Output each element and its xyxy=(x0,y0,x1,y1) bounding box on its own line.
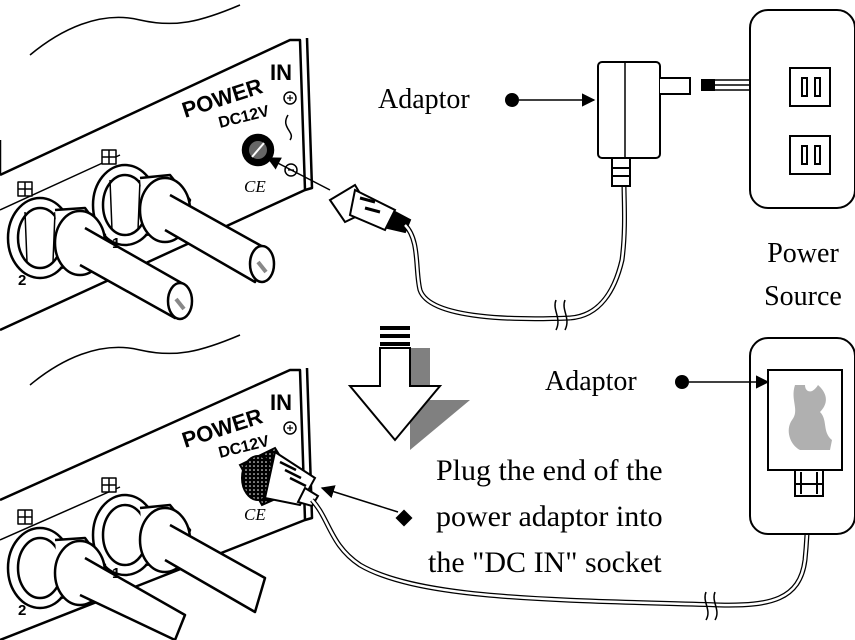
bnc-connector-2-bottom xyxy=(6,526,187,640)
adaptor-plug-bottom xyxy=(238,446,320,508)
device-top-outline-curve xyxy=(29,4,241,56)
bnc-connector-1-bottom xyxy=(91,493,267,614)
plug-to-socket-arrow-top xyxy=(266,157,331,191)
ce-mark-bottom: CE xyxy=(244,505,266,524)
adaptor-body-top xyxy=(597,61,691,187)
port-1-label-top: 1 xyxy=(112,235,120,252)
power-source-label-line1: Power xyxy=(767,238,839,269)
adaptor-plug-top xyxy=(328,183,412,234)
device-bottom xyxy=(0,334,314,640)
instruction-line1: Plug the end of the xyxy=(436,454,663,487)
adaptor-label-bottom: Adaptor xyxy=(545,366,637,397)
instruction-line3: the "DC IN" socket xyxy=(428,546,662,579)
adaptor-label-bottom-dot xyxy=(675,375,689,389)
instruction-pointer-dot xyxy=(395,509,413,527)
ce-mark-top: CE xyxy=(244,177,266,196)
device-top xyxy=(0,4,314,332)
port-2-label-bottom: 2 xyxy=(18,602,26,619)
bnc-connector-2-top xyxy=(6,196,194,321)
in-label-top: IN xyxy=(270,60,292,85)
power-outlet-bottom xyxy=(749,337,855,535)
instruction-line2: power adaptor into xyxy=(436,500,663,533)
instruction-pointer-arrow xyxy=(320,485,399,513)
port-2-label-top: 2 xyxy=(18,272,26,289)
adaptor-cable-top xyxy=(403,223,571,322)
power-outlet xyxy=(749,9,855,209)
adaptor-cable-top-b xyxy=(569,184,627,321)
adaptor-label-top: Adaptor xyxy=(378,84,470,115)
adaptor-label-top-dot xyxy=(505,93,519,107)
in-label-bottom: IN xyxy=(270,390,292,415)
power-source-label-line2: Source xyxy=(764,281,842,312)
down-arrow xyxy=(347,326,470,450)
port-1-label-bottom: 1 xyxy=(112,565,120,582)
bnc-connector-1-top xyxy=(91,163,276,284)
